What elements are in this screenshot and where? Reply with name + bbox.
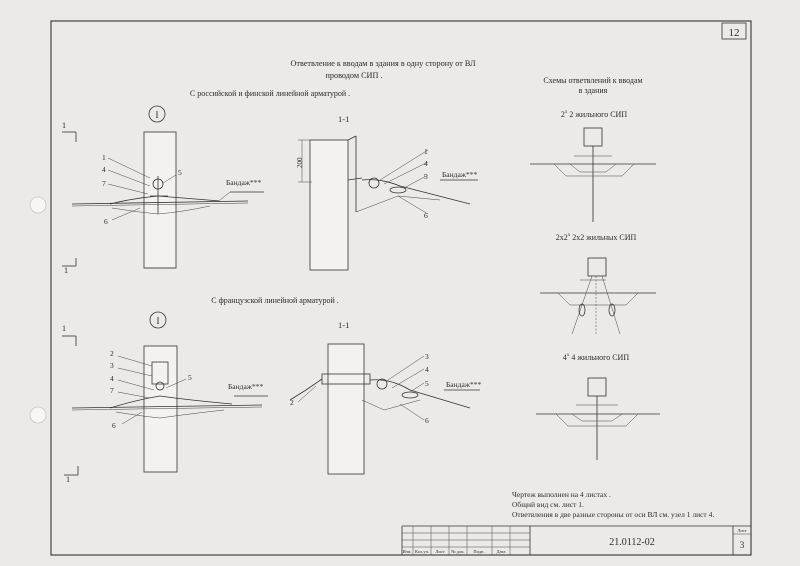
title-line-1: Ответвление к вводам в здания в одну сто… [290, 59, 476, 68]
drawing-frame [50, 20, 752, 556]
sheet-number: 12 [729, 27, 740, 39]
label-1: 1 [102, 153, 106, 162]
scheme-1: 2х 2 жильного СИП [530, 110, 656, 222]
note-3: Ответвления в две разные стороны от оси … [512, 510, 714, 519]
label2-3: 3 [110, 361, 114, 370]
scheme-3: 4х 4 жильного СИП [536, 353, 660, 460]
punch-hole-top [29, 196, 47, 214]
stamp-sheet-label: Лист [737, 528, 746, 533]
cut-marker-top: 1 [62, 121, 66, 130]
side2-label-2: 2 [290, 398, 294, 407]
section-2-front-view: 1 1 I 2 3 4 7 5 6 Бандаж*** [62, 311, 268, 484]
section-1-front-view: 1 1 I 1 4 7 5 6 Бандаж*** [62, 105, 264, 275]
label2-2: 2 [110, 349, 114, 358]
section-2-caption: С французской линейной арматурой . [211, 296, 339, 305]
pole-side [309, 139, 349, 271]
callout-circle [148, 105, 166, 123]
side-label-6: 6 [424, 211, 428, 220]
title-block: Изм. Кол.уч. Лист № док. Подп. Дата 21.0… [401, 525, 751, 555]
section-1-caption: С российской и финской линейной арматуро… [190, 89, 350, 98]
stamp-col-podp: Подп. [473, 549, 484, 554]
pole-side-2 [327, 343, 365, 475]
label-6: 6 [104, 217, 108, 226]
cut-marker-top-2: 1 [62, 324, 66, 333]
callout-label: I [156, 110, 159, 120]
side2-label-4: 4 [425, 365, 429, 374]
label2-7: 7 [110, 386, 114, 395]
bandage-label-2: Бандаж*** [228, 382, 263, 391]
note-2: Общий вид см. лист 1. [512, 500, 584, 509]
view-label-1-1-b: 1-1 [338, 320, 349, 330]
punch-hole-bottom [29, 406, 47, 424]
side-label-1: 1 [424, 147, 428, 156]
stamp-col-koluch: Кол.уч. [415, 549, 429, 554]
label-5: 5 [178, 168, 182, 177]
cut-marker-bottom-2: 1 [66, 475, 70, 484]
callout-circle-2 [149, 311, 167, 329]
stamp-col-ndok: № док. [451, 549, 464, 554]
side2-label-3: 3 [425, 352, 429, 361]
stamp-col-data: Дата [497, 549, 506, 554]
scheme-2-label: 2х2х 2х2 жильных СИП [556, 233, 637, 242]
view-label-1-1: 1-1 [338, 114, 349, 124]
note-1: Чертеж выполнен на 4 листах . [512, 490, 611, 499]
label2-4: 4 [110, 374, 114, 383]
stamp-col-list: Лист [435, 549, 444, 554]
side2-label-5: 5 [425, 379, 429, 388]
cut-marker-bottom: 1 [64, 266, 68, 275]
scheme-2: 2х2х 2х2 жильных СИП [540, 233, 656, 335]
pole [143, 131, 177, 269]
bandage-label: Бандаж*** [226, 178, 261, 187]
label2-5: 5 [188, 373, 192, 382]
section-1-side-view: 1-1 200 1 4 5 6 Бандаж*** [296, 114, 478, 271]
stamp-col-izm: Изм. [403, 549, 412, 554]
dimension-200: 200 [296, 157, 304, 168]
document-code: 21.0112-02 [609, 537, 654, 548]
label-4: 4 [102, 165, 106, 174]
side2-label-6: 6 [425, 416, 429, 425]
schemes-title-2: в здания [579, 86, 608, 95]
side-bandage-label: Бандаж*** [442, 170, 477, 179]
title-line-2: проводом СИП . [326, 71, 383, 80]
label2-6: 6 [112, 421, 116, 430]
section-2-side-view: 1-1 2 3 4 5 6 Бандаж*** [289, 320, 481, 475]
scheme-1-label: 2х 2 жильного СИП [561, 110, 627, 119]
side2-bandage-label: Бандаж*** [446, 380, 481, 389]
stamp-sheet-number: 3 [740, 540, 745, 550]
scheme-3-label: 4х 4 жильного СИП [563, 353, 629, 362]
schemes-title-1: Схемы ответвлений к вводам [543, 76, 642, 85]
sheet-number-box [721, 22, 747, 40]
callout-label-2: I [157, 316, 160, 326]
side-label-5: 5 [424, 172, 428, 181]
side-label-4: 4 [424, 159, 428, 168]
label-7: 7 [102, 179, 106, 188]
